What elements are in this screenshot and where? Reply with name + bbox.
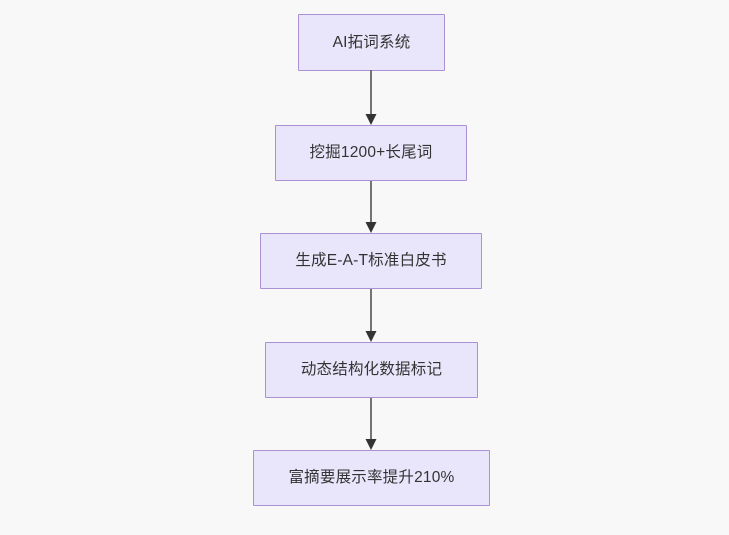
flow-node-label: 富摘要展示率提升210%	[288, 469, 455, 487]
flow-node-rich-snippet-impression-rate[interactable]: 富摘要展示率提升210%	[253, 450, 490, 506]
flow-node-label: AI拓词系统	[332, 33, 411, 51]
flow-node-mine-longtail-keywords[interactable]: 挖掘1200+长尾词	[275, 125, 467, 181]
flow-node-label: 生成E-A-T标准白皮书	[295, 252, 447, 270]
flow-node-label: 动态结构化数据标记	[300, 361, 443, 379]
flow-edge-n3-n4	[358, 289, 384, 343]
flow-node-label: 挖掘1200+长尾词	[309, 144, 433, 162]
flow-edge-n4-n5	[358, 398, 384, 451]
flow-edge-n2-n3	[358, 181, 384, 234]
flow-edge-n1-n2	[358, 70, 384, 126]
flow-node-generate-eat-whitepaper[interactable]: 生成E-A-T标准白皮书	[260, 233, 482, 289]
flow-node-ai-keyword-system[interactable]: AI拓词系统	[298, 14, 445, 71]
flow-node-dynamic-structured-data-markup[interactable]: 动态结构化数据标记	[265, 342, 478, 398]
